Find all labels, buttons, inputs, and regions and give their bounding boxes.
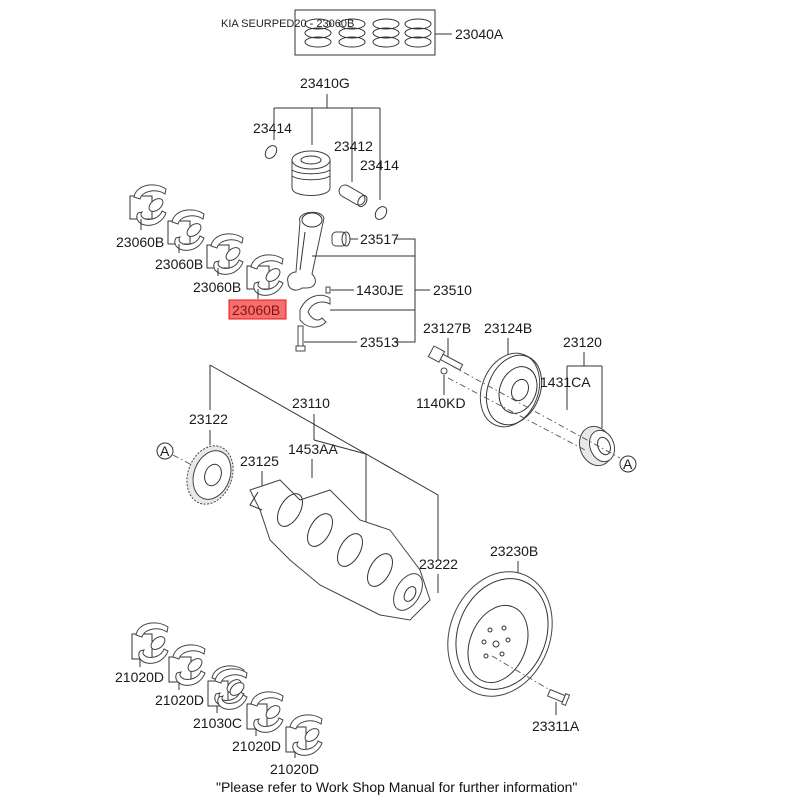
label-23513[interactable]: 23513 [360, 334, 399, 350]
label-1431CA[interactable]: 1431CA [540, 374, 591, 390]
crank-sprocket-gear[interactable] [574, 422, 619, 471]
main-bearing-4[interactable] [285, 714, 323, 758]
label-23060B-2[interactable]: 23060B [155, 256, 203, 272]
label-23124B[interactable]: 23124B [484, 320, 532, 336]
label-21030C[interactable]: 21030C [193, 715, 242, 731]
label-23412[interactable]: 23412 [334, 138, 373, 154]
label-21020D-4[interactable]: 21020D [270, 761, 319, 777]
conrod-cap[interactable] [299, 294, 331, 328]
piston[interactable] [291, 150, 331, 196]
label-23127B[interactable]: 23127B [423, 320, 471, 336]
highlighted-part-label[interactable]: 23060B [228, 299, 287, 320]
label-23125[interactable]: 23125 [240, 453, 279, 469]
main-bearing-2[interactable] [168, 644, 206, 690]
ref-a-left: A [160, 443, 170, 459]
piston-ring-set[interactable] [294, 9, 436, 56]
crank-timing-gear[interactable] [179, 439, 241, 510]
reference-circle-a-left [156, 442, 174, 460]
label-21020D-2[interactable]: 21020D [155, 692, 204, 708]
conrod-bushing[interactable] [331, 231, 351, 247]
label-23414-right[interactable]: 23414 [360, 157, 399, 173]
reference-circle-a-right [619, 455, 637, 473]
snap-ring-right[interactable] [373, 204, 389, 221]
conrod-bearing-3[interactable] [206, 233, 244, 276]
connecting-rod[interactable] [287, 211, 325, 291]
drive-plate[interactable] [430, 556, 571, 712]
label-23122[interactable]: 23122 [189, 411, 228, 427]
main-bearing-1[interactable] [131, 622, 169, 667]
conrod-bearing-1[interactable] [129, 184, 167, 230]
label-21020D-3[interactable]: 21020D [232, 738, 281, 754]
drive-plate-bolt[interactable] [546, 688, 571, 707]
label-23110[interactable]: 23110 [292, 395, 330, 411]
conrod-bearing-2[interactable] [167, 209, 205, 253]
label-23510[interactable]: 23510 [433, 282, 472, 298]
crankshaft[interactable] [249, 479, 431, 621]
label-23410G[interactable]: 23410G [300, 75, 350, 91]
label-23060B-highlighted[interactable]: 23060B [232, 302, 280, 318]
footer-note: "Please refer to Work Shop Manual for fu… [216, 779, 577, 795]
label-23040A[interactable]: 23040A [455, 26, 504, 42]
conrod-nut-icon[interactable] [325, 286, 331, 294]
label-23517[interactable]: 23517 [360, 231, 399, 247]
pulley-bolt[interactable] [427, 345, 464, 373]
ref-a-right: A [623, 456, 633, 472]
label-23120[interactable]: 23120 [563, 334, 602, 350]
main-bearing-3[interactable] [246, 691, 284, 736]
piston-pin[interactable] [337, 183, 369, 208]
label-23311A[interactable]: 23311A [532, 718, 580, 734]
label-21020D-1[interactable]: 21020D [115, 669, 164, 685]
label-1453AA[interactable]: 1453AA [288, 441, 338, 457]
label-23222[interactable]: 23222 [419, 556, 458, 572]
label-23060B-3[interactable]: 23060B [193, 279, 241, 295]
small-bolt-icon[interactable] [440, 367, 448, 375]
label-1140KD[interactable]: 1140KD [416, 395, 466, 411]
label-1430JE[interactable]: 1430JE [356, 282, 403, 298]
conrod-bearing-4[interactable] [246, 254, 284, 299]
conrod-bolt[interactable] [295, 325, 306, 352]
thrust-bearing[interactable] [207, 665, 248, 713]
damper-pulley[interactable] [470, 344, 552, 435]
label-23060B-1[interactable]: 23060B [116, 234, 164, 250]
header-title: KIA SEURPED20 - 23060B [221, 18, 354, 30]
label-23414-left[interactable]: 23414 [253, 120, 292, 136]
snap-ring-left[interactable] [263, 143, 279, 160]
label-23230B[interactable]: 23230B [490, 543, 538, 559]
